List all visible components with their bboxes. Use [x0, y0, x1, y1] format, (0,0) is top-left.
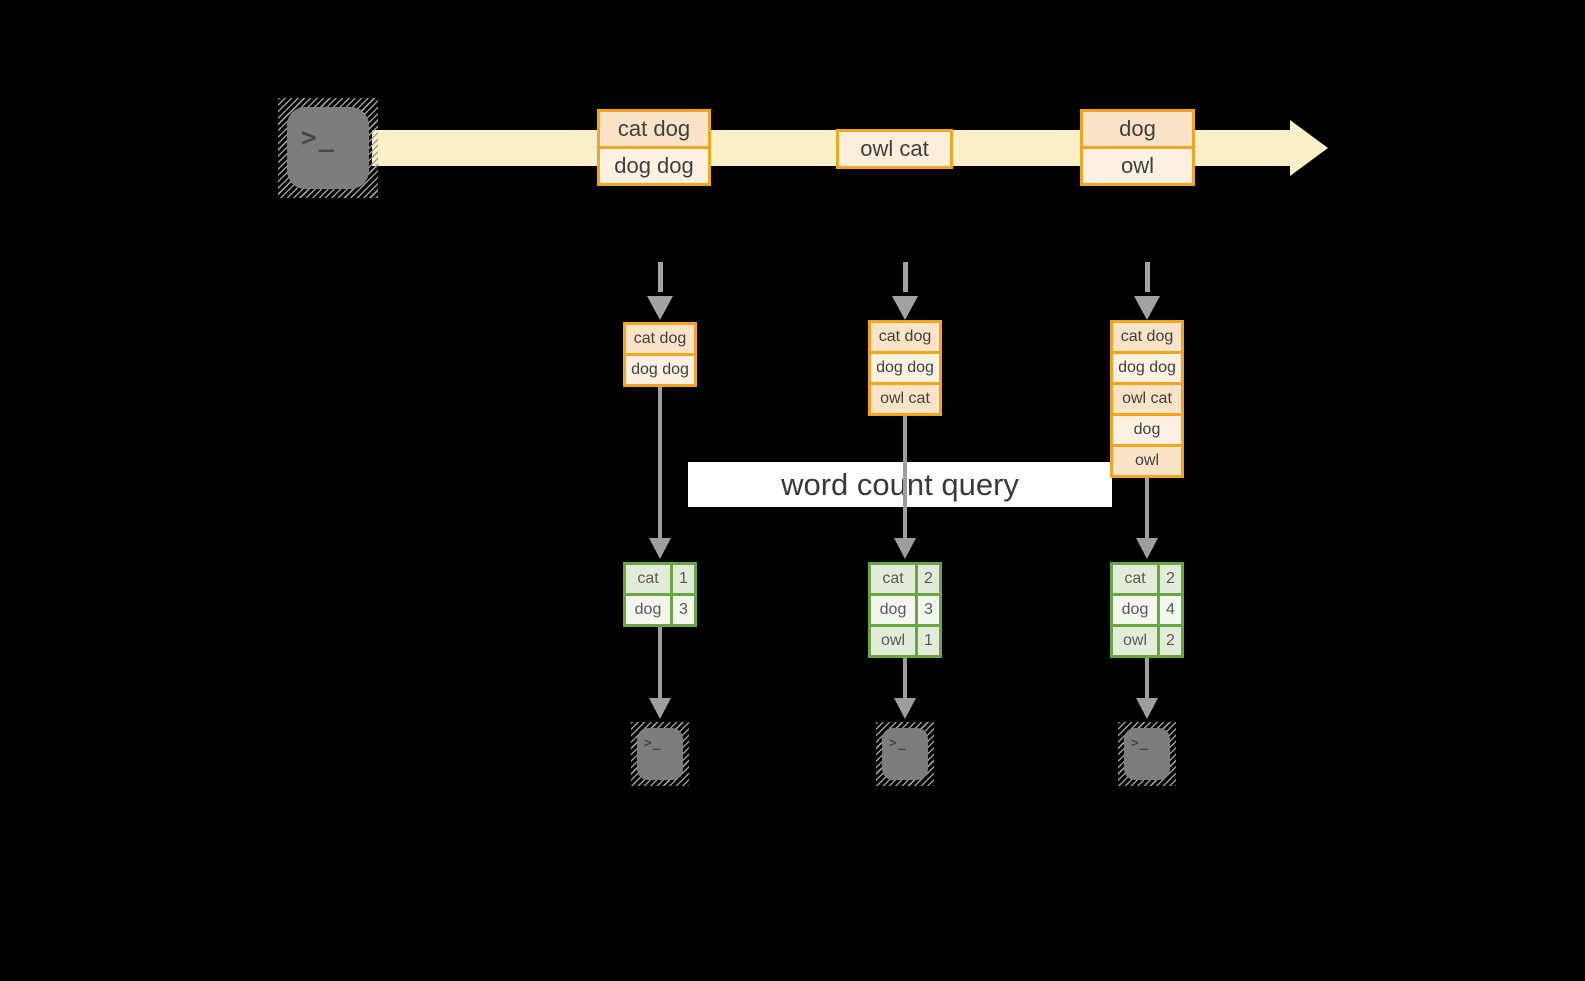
consumer-terminal-icon-3: >_ [1118, 722, 1176, 786]
snapshot-line: dog dog [1113, 354, 1181, 382]
count-value: 3 [673, 596, 694, 624]
consumer-terminal-icon-1: >_ [631, 722, 689, 786]
arrowhead-icon [894, 698, 916, 719]
dashed-arrowhead-2-icon [892, 296, 918, 320]
timeline-arrowhead-icon [1290, 120, 1328, 176]
terminal-body: >_ [637, 728, 683, 780]
dashed-arrow-1 [658, 262, 663, 292]
snapshot-stack-3: cat dog dog dog owl cat dog owl [1110, 320, 1184, 478]
source-terminal-icon: >_ [278, 98, 378, 198]
count-word: dog [626, 596, 670, 624]
query-banner: word count query [688, 462, 1112, 507]
dashed-arrowhead-1-icon [647, 296, 673, 320]
timeline-message-2: owl cat [836, 129, 953, 169]
connector-line [903, 416, 907, 538]
connector-line [658, 627, 662, 698]
snapshot-line: dog [1113, 416, 1181, 444]
connector-line [903, 658, 907, 698]
terminal-body: >_ [882, 728, 928, 780]
count-table-1: cat 1 dog 3 [623, 562, 697, 627]
terminal-prompt-icon: >_ [644, 736, 662, 751]
snapshot-line: cat dog [1113, 323, 1181, 351]
count-value: 1 [673, 565, 694, 593]
count-word: cat [1113, 565, 1157, 593]
terminal-prompt-icon: >_ [889, 736, 907, 751]
dashed-arrowhead-3-icon [1134, 296, 1160, 320]
count-word: owl [871, 627, 915, 655]
snapshot-line: cat dog [626, 325, 694, 353]
count-value: 2 [918, 565, 939, 593]
timeline-message-1: cat dog dog dog [597, 109, 711, 186]
count-table-3: cat 2 dog 4 owl 2 [1110, 562, 1184, 658]
message-line: dog dog [600, 149, 708, 183]
arrowhead-icon [1136, 538, 1158, 559]
query-label: word count query [781, 466, 1019, 502]
message-line: owl [1083, 149, 1192, 183]
connector-line [1145, 478, 1149, 538]
message-line: owl cat [839, 132, 950, 166]
snapshot-line: owl cat [871, 385, 939, 413]
message-line: cat dog [600, 112, 708, 146]
count-word: dog [1113, 596, 1157, 624]
dashed-arrow-3 [1145, 262, 1150, 292]
consumer-terminal-icon-2: >_ [876, 722, 934, 786]
count-word: dog [871, 596, 915, 624]
count-word: cat [626, 565, 670, 593]
count-value: 1 [918, 627, 939, 655]
connector-line [1145, 658, 1149, 698]
connector-line [658, 387, 662, 538]
arrowhead-icon [894, 538, 916, 559]
timeline-message-3: dog owl [1080, 109, 1195, 186]
count-word: owl [1113, 627, 1157, 655]
count-value: 4 [1160, 596, 1181, 624]
message-line: dog [1083, 112, 1192, 146]
snapshot-line: owl [1113, 447, 1181, 475]
count-value: 3 [918, 596, 939, 624]
count-word: cat [871, 565, 915, 593]
snapshot-line: dog dog [871, 354, 939, 382]
snapshot-stack-1: cat dog dog dog [623, 322, 697, 387]
count-table-2: cat 2 dog 3 owl 1 [868, 562, 942, 658]
snapshot-stack-2: cat dog dog dog owl cat [868, 320, 942, 416]
terminal-prompt-icon: >_ [301, 123, 337, 153]
terminal-body: >_ [287, 107, 369, 189]
count-value: 2 [1160, 627, 1181, 655]
arrowhead-icon [1136, 698, 1158, 719]
arrowhead-icon [649, 538, 671, 559]
snapshot-line: dog dog [626, 356, 694, 384]
terminal-body: >_ [1124, 728, 1170, 780]
snapshot-line: cat dog [871, 323, 939, 351]
snapshot-line: owl cat [1113, 385, 1181, 413]
dashed-arrow-2 [903, 262, 908, 292]
arrowhead-icon [649, 698, 671, 719]
count-value: 2 [1160, 565, 1181, 593]
terminal-prompt-icon: >_ [1131, 736, 1149, 751]
